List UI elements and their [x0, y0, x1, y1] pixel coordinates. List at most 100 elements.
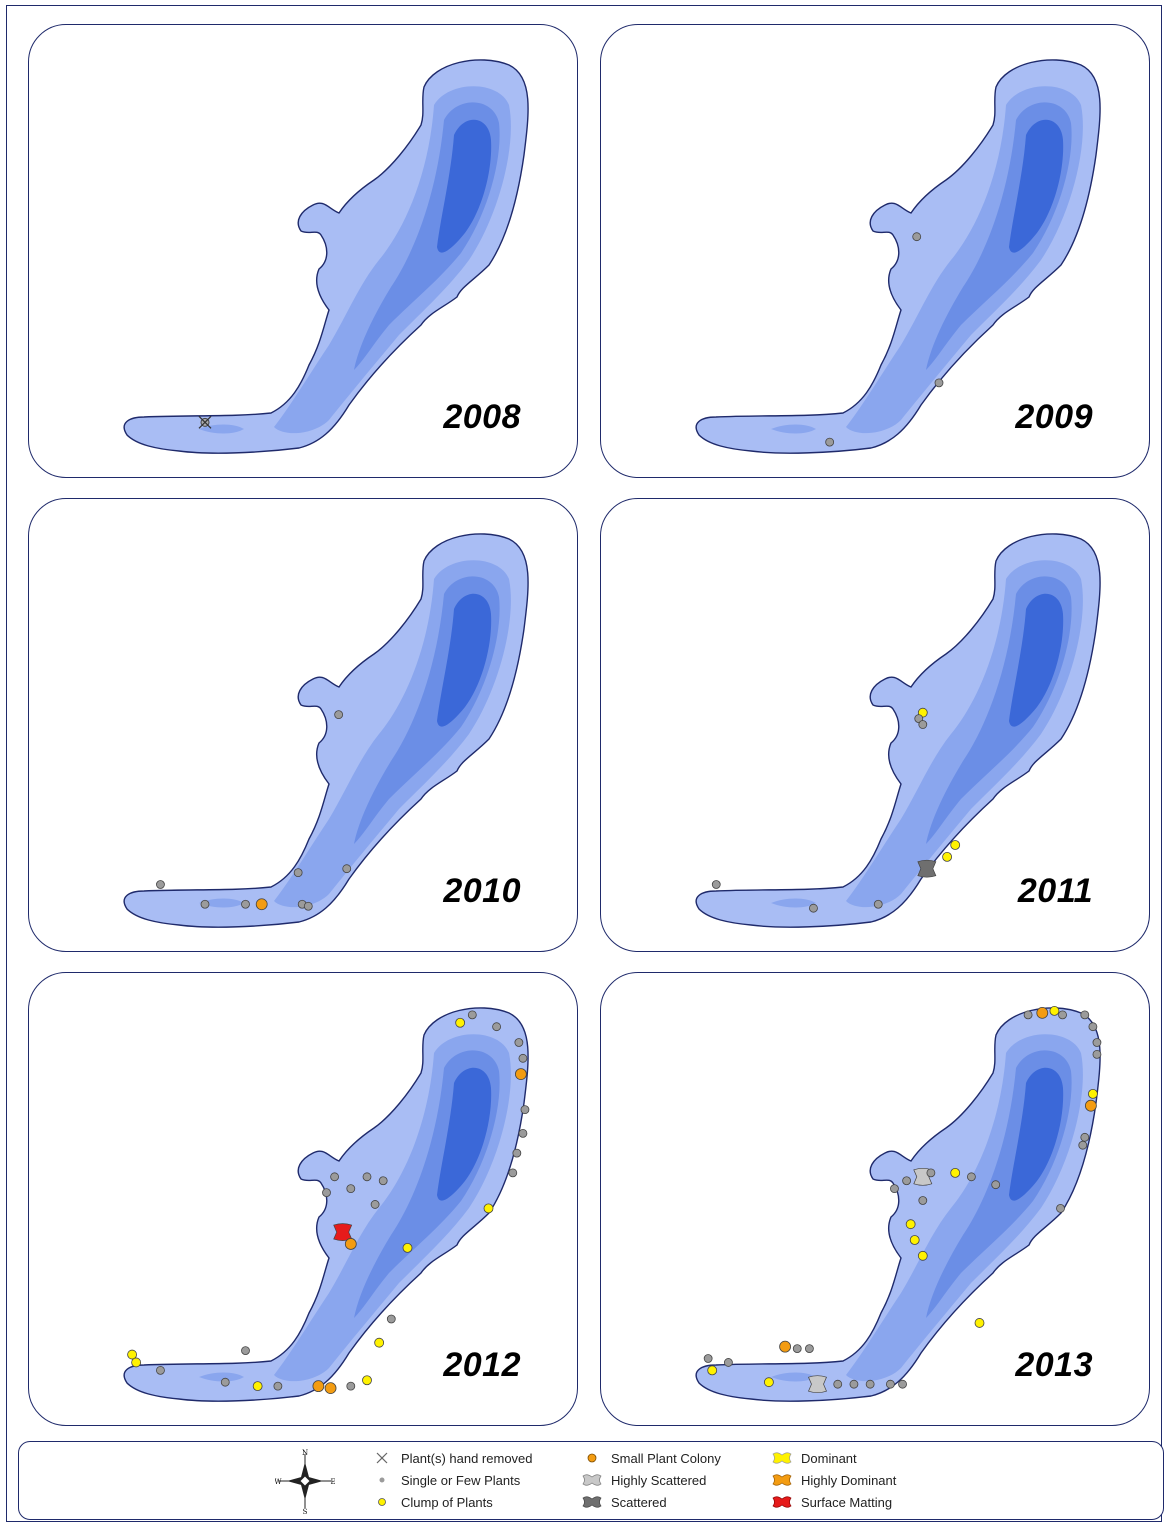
map-panel-2010: 2010 [28, 498, 578, 952]
legend-label-single: Single or Few Plants [401, 1472, 521, 1488]
depth-contour-2 [437, 1067, 492, 1201]
single-marker [492, 1022, 502, 1032]
legend-item-colony: Small Plant Colony [581, 1448, 721, 1468]
light-gray-blob-icon [581, 1472, 603, 1488]
single-marker [518, 1053, 528, 1063]
single-marker [241, 1346, 250, 1356]
single-marker [342, 864, 352, 874]
scattered-area [917, 859, 937, 878]
lake-map [123, 533, 529, 928]
legend-item-scattered: Scattered [581, 1492, 667, 1512]
single-marker [303, 901, 313, 911]
single-marker [346, 1381, 356, 1391]
legend-label-removed: Plant(s) hand removed [401, 1450, 533, 1466]
single-marker [902, 1176, 912, 1186]
legend-item-surface-matting: Surface Matting [771, 1492, 892, 1512]
lake-map [695, 533, 1101, 928]
single-marker [703, 1354, 713, 1363]
x-mark-icon [371, 1450, 393, 1466]
single-marker [724, 1358, 733, 1367]
single-marker [334, 710, 344, 720]
single-marker [804, 1344, 814, 1354]
single-marker [322, 1188, 331, 1198]
clump-marker [909, 1235, 920, 1245]
single-marker [809, 903, 818, 913]
single-marker [918, 1196, 928, 1205]
single-marker [1092, 1049, 1102, 1059]
clump-marker [905, 1219, 916, 1230]
single-marker [1058, 1010, 1067, 1020]
clump-marker [374, 1337, 385, 1348]
clump-marker [917, 1250, 928, 1261]
single-marker [1080, 1132, 1090, 1142]
single-marker [362, 1172, 372, 1182]
single-marker [520, 1105, 530, 1115]
depth-contour-3 [771, 898, 816, 908]
depth-contours [199, 1034, 511, 1382]
single-marker [370, 1200, 380, 1209]
gray-dot-icon [371, 1472, 393, 1488]
compass-w: W [275, 1478, 282, 1486]
dark-gray-blob-icon [581, 1494, 603, 1510]
legend-label-scattered: Scattered [611, 1494, 667, 1510]
shoreline [695, 1007, 1101, 1402]
year-label: 2009 [1015, 398, 1093, 436]
removed-marker [198, 415, 212, 429]
legend-label-highly-dominant: Highly Dominant [801, 1472, 897, 1488]
compass-n: N [302, 1449, 308, 1457]
lake-map [695, 59, 1101, 454]
clump-marker [1087, 1088, 1098, 1099]
clump-marker [1049, 1006, 1060, 1016]
depth-contours [199, 86, 511, 434]
legend-label-surface-matting: Surface Matting [801, 1494, 893, 1510]
depth-contour-2 [1009, 1067, 1064, 1201]
highly-area [808, 1375, 827, 1394]
single-marker [865, 1379, 875, 1389]
colony-marker [1036, 1006, 1049, 1019]
depth-contour-2 [437, 119, 492, 253]
lake-map [123, 59, 529, 454]
single-marker [833, 1379, 843, 1389]
single-marker [200, 899, 210, 909]
depth-contour-3 [199, 898, 244, 908]
legend-label-clump: Clump of Plants [401, 1494, 493, 1510]
clump-marker [950, 840, 961, 850]
orange-blob-icon [771, 1472, 793, 1488]
legend: N S E W Plant(s) hand removed Single or … [18, 1441, 1164, 1520]
clump-marker [131, 1357, 142, 1368]
single-marker [512, 1148, 522, 1158]
colony-marker [1084, 1099, 1097, 1112]
yellow-blob-icon [771, 1450, 793, 1466]
map-panel-2013: 2013 [600, 972, 1150, 1426]
single-marker [508, 1168, 518, 1178]
depth-contour-3 [771, 424, 816, 434]
single-marker [1080, 1010, 1090, 1020]
compass-s: S [303, 1508, 308, 1514]
colony-marker [255, 898, 268, 911]
lake-map [695, 1006, 1102, 1402]
colony-marker [514, 1068, 527, 1080]
clump-marker [483, 1203, 494, 1214]
legend-item-removed: Plant(s) hand removed [371, 1448, 533, 1468]
legend-item-clump: Clump of Plants [371, 1492, 493, 1512]
single-marker [241, 899, 250, 909]
legend-label-highly-scattered: Highly Scattered [611, 1472, 707, 1488]
depth-contour-3 [771, 1372, 816, 1382]
map-panel-2009: 2009 [600, 24, 1150, 478]
single-marker [1092, 1038, 1102, 1047]
year-label: 2011 [1017, 872, 1093, 910]
single-marker [966, 1172, 976, 1182]
single-marker [1088, 1022, 1098, 1032]
single-marker [825, 437, 835, 447]
colony-marker [312, 1380, 325, 1393]
single-marker [1056, 1203, 1065, 1213]
shoreline [695, 533, 1101, 928]
depth-contour-2 [1009, 593, 1064, 727]
clump-marker [362, 1375, 372, 1386]
legend-item-single: Single or Few Plants [371, 1470, 520, 1490]
legend-item-highly-dominant: Highly Dominant [771, 1470, 896, 1490]
single-marker [1023, 1010, 1033, 1020]
map-panel-2011: 2011 [600, 498, 1150, 952]
clump-marker [942, 851, 953, 862]
clump-marker [974, 1318, 985, 1328]
